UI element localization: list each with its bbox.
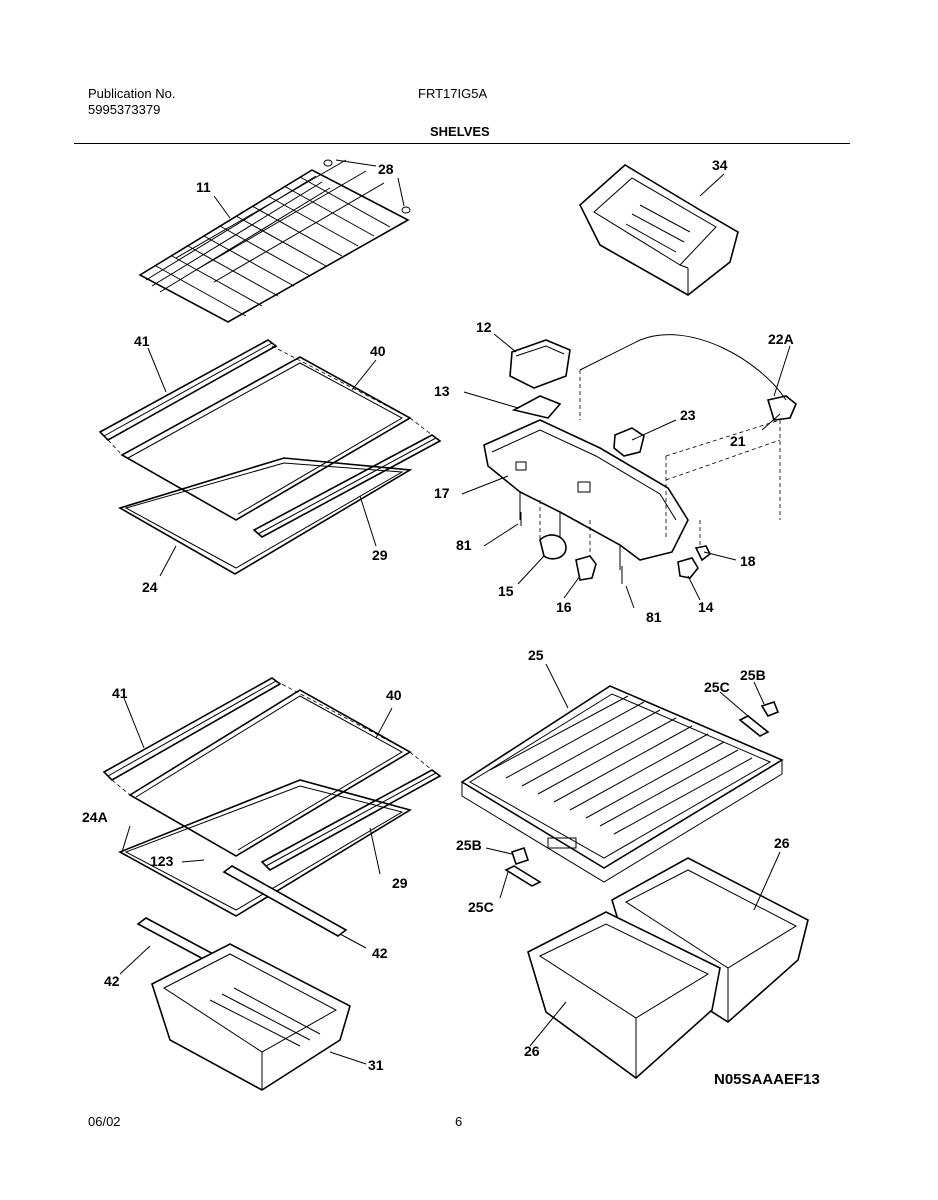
callout-25b-right: 25B (740, 667, 766, 683)
control-housing-drawing (483, 334, 797, 584)
callout-81-right: 81 (646, 609, 662, 625)
drawers-drawing (151, 857, 809, 1091)
callout-24: 24 (142, 579, 158, 595)
publication-number: 5995373379 (88, 102, 161, 117)
callout-25b-left: 25B (456, 837, 482, 853)
callout-25c-left: 25C (468, 899, 494, 915)
section-title: SHELVES (430, 124, 490, 139)
callout-15: 15 (498, 583, 514, 599)
callout-42-right: 42 (372, 945, 388, 961)
callout-23: 23 (680, 407, 696, 423)
model-number: FRT17IG5A (418, 86, 488, 101)
callout-24a: 24A (82, 809, 108, 825)
callouts: 28 11 34 41 40 12 22A 13 23 21 17 29 81 … (82, 157, 794, 1073)
callout-11: 11 (196, 179, 211, 195)
callout-42-left: 42 (104, 973, 120, 989)
wire-shelf-drawing (138, 159, 411, 323)
callout-14: 14 (698, 599, 714, 615)
callout-123: 123 (150, 853, 174, 869)
page-number: 6 (455, 1114, 463, 1129)
header-rule (74, 143, 850, 144)
callout-40-upper: 40 (370, 343, 386, 359)
callout-26-left: 26 (524, 1043, 540, 1059)
callout-29-upper: 29 (372, 547, 388, 563)
callout-18: 18 (740, 553, 756, 569)
callout-25c-right: 25C (704, 679, 730, 695)
leader-lines (119, 159, 791, 1065)
crisper-cover-drawing (460, 685, 784, 887)
callout-21: 21 (730, 433, 746, 449)
diagram-code: N05SAAAEF13 (714, 1071, 820, 1088)
callout-81-left: 81 (456, 537, 472, 553)
upper-glass-shelf-drawing (98, 339, 442, 575)
callout-17: 17 (434, 485, 450, 501)
publication-label: Publication No. (88, 86, 176, 101)
callout-16: 16 (556, 599, 572, 615)
callout-28: 28 (378, 161, 394, 177)
callout-12: 12 (476, 319, 492, 335)
callout-41-lower: 41 (112, 685, 128, 701)
callout-41-upper: 41 (134, 333, 150, 349)
dairy-bin-drawing (579, 164, 739, 296)
footer-date: 06/02 (88, 1114, 121, 1129)
callout-22a: 22A (768, 331, 794, 347)
callout-26-right: 26 (774, 835, 790, 851)
callout-34: 34 (712, 157, 728, 173)
callout-40-lower: 40 (386, 687, 402, 703)
callout-25: 25 (528, 647, 544, 663)
callout-13: 13 (434, 383, 450, 399)
lower-glass-shelf-drawing (102, 677, 442, 985)
callout-29-lower: 29 (392, 875, 408, 891)
callout-31: 31 (368, 1057, 384, 1073)
